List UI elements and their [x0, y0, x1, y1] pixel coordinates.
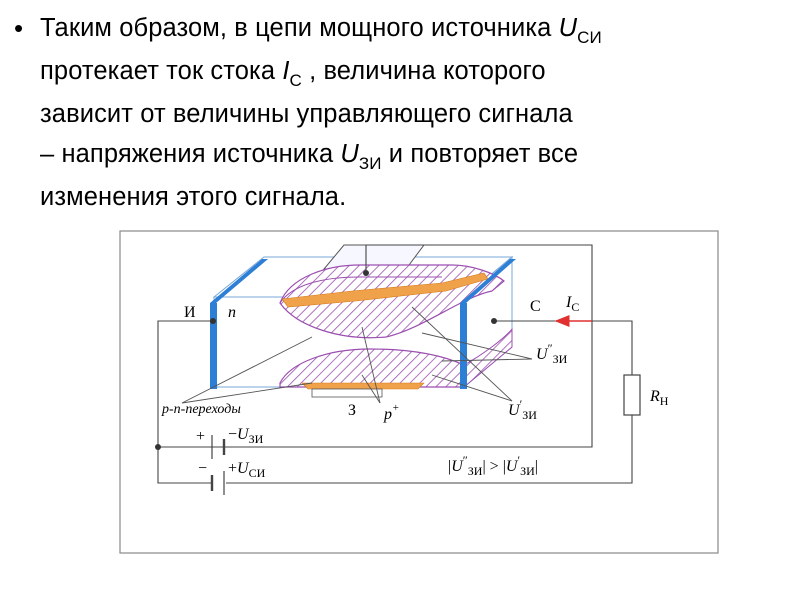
bullet-text: Таким образом, в цепи мощного источника …: [40, 8, 790, 217]
gate-contact-dot: [363, 270, 369, 276]
drain-electrode: [460, 259, 516, 389]
drain-contact-dot: [491, 318, 497, 324]
bullet-dot: •: [14, 13, 24, 43]
gate-battery-voltage: −UЗИ: [228, 426, 264, 446]
junction-dot: [155, 444, 161, 450]
load-label: RН: [649, 388, 669, 408]
gate-battery-plus: +: [196, 428, 205, 445]
source-label: И: [184, 304, 196, 321]
load-resistor: [623, 374, 641, 416]
source-contact-dot: [210, 318, 216, 324]
u-zi-prime-label: U′ЗИ: [508, 397, 537, 422]
lower-gate-region: [279, 327, 513, 398]
text-line-5: изменения этого сигнала.: [40, 183, 347, 211]
text-line-4: – напряжения источника UЗИ и повторяет в…: [40, 140, 579, 173]
text-line-2: протекает ток стока IС , величина которо…: [40, 57, 546, 90]
u-zi-double-prime-label: U″ЗИ: [536, 341, 568, 366]
text-line-3: зависит от величины управляющего сигнала: [40, 100, 573, 128]
pn-junctions-label: p-n-переходы: [161, 402, 241, 417]
source-electrode: [210, 259, 268, 389]
voltage-inequality: |U″ЗИ| > |U′ЗИ|: [448, 453, 538, 478]
drain-current-label: IС: [565, 294, 579, 314]
upper-gate-region: [279, 244, 505, 339]
jfet-diagram: И n С IС RН З p+ p-n-переходы U″ЗИ U′ЗИ …: [119, 230, 719, 554]
drain-label: С: [530, 298, 541, 315]
figure-frame: [119, 230, 719, 554]
n-region-label: n: [228, 304, 236, 321]
drain-battery: [210, 471, 225, 495]
p-plus-label: p+: [383, 402, 399, 423]
circuit-wiring: [157, 244, 633, 484]
text-line-1: Таким образом, в цепи мощного источника …: [40, 14, 602, 47]
drain-battery-voltage: +UСИ: [228, 460, 266, 480]
gate-battery: [211, 435, 226, 459]
leader-lines: [181, 306, 533, 404]
drain-battery-minus: −: [198, 460, 207, 477]
gate-label: З: [348, 402, 356, 419]
